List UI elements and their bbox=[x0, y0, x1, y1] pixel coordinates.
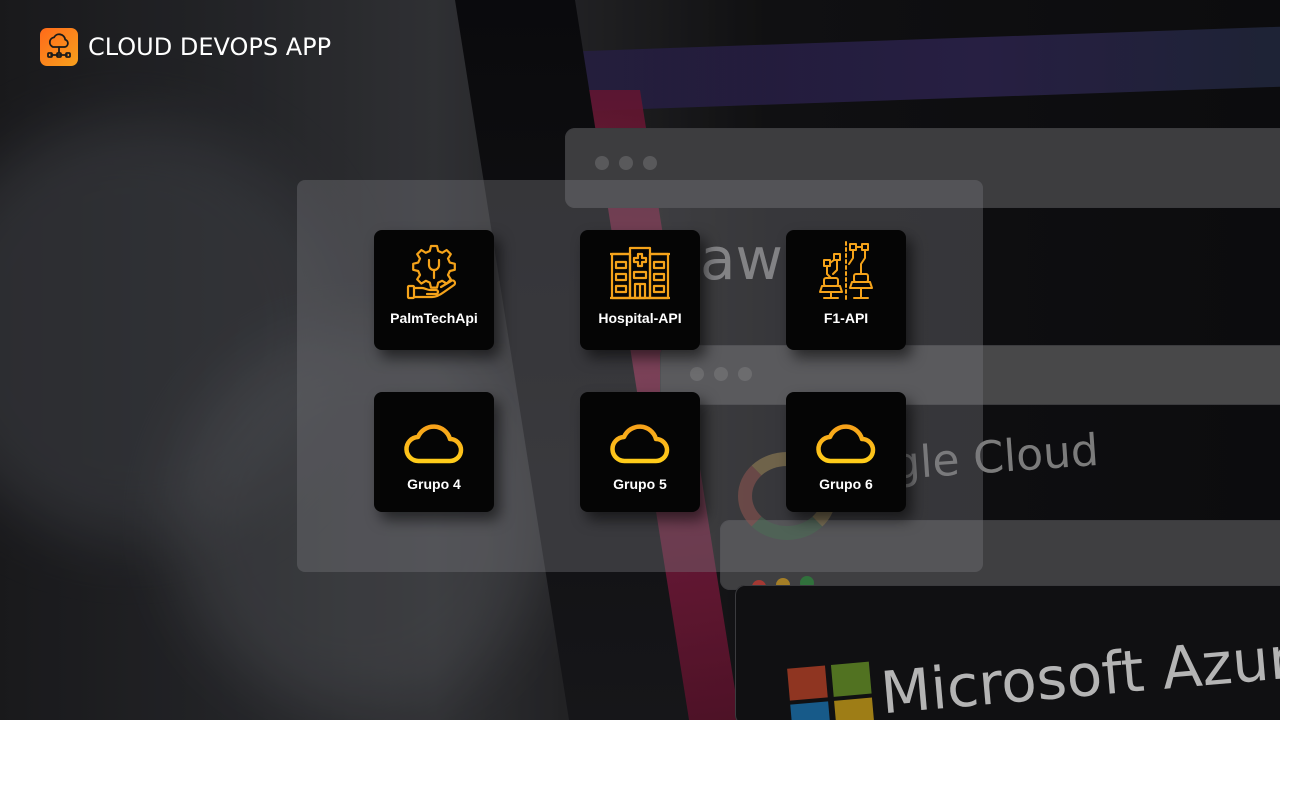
project-tile-grupo-5[interactable]: Grupo 5 bbox=[580, 392, 700, 512]
cloud-network-icon bbox=[40, 28, 78, 66]
project-tile-f1-api[interactable]: F1-API bbox=[786, 230, 906, 350]
project-tile-label: Grupo 6 bbox=[819, 476, 873, 492]
project-tile-label: Grupo 5 bbox=[613, 476, 667, 492]
background-dim-overlay bbox=[0, 0, 1280, 720]
background-browser-window bbox=[660, 345, 1280, 405]
project-tile-grupo-4[interactable]: Grupo 4 bbox=[374, 392, 494, 512]
cloud-icon bbox=[402, 416, 466, 466]
project-tile-label: Hospital-API bbox=[598, 310, 682, 326]
project-tile-hospital-api[interactable]: Hospital-API bbox=[580, 230, 700, 350]
project-tile-label: PalmTechApi bbox=[390, 310, 478, 326]
app-title: CLOUD DEVOPS APP bbox=[88, 33, 332, 61]
project-tile-grupo-6[interactable]: Grupo 6 bbox=[786, 392, 906, 512]
project-tile-label: F1-API bbox=[823, 310, 869, 326]
projects-panel: PalmTechApi bbox=[297, 180, 983, 572]
cloud-icon bbox=[814, 416, 878, 466]
project-tile-palmtechapi[interactable]: PalmTechApi bbox=[374, 230, 494, 350]
hospital-icon bbox=[608, 240, 672, 304]
hero-background: aws gle Cloud Microsoft Azure CLOUD DEVO… bbox=[0, 0, 1280, 720]
project-tile-label: Grupo 4 bbox=[407, 476, 461, 492]
background-browser-window bbox=[565, 128, 1280, 208]
background-blur-shape bbox=[0, 120, 340, 540]
app-brand[interactable]: CLOUD DEVOPS APP bbox=[40, 28, 331, 66]
gear-hand-icon bbox=[402, 240, 466, 304]
cloud-icon bbox=[608, 416, 672, 466]
robot-arms-icon bbox=[814, 240, 878, 304]
